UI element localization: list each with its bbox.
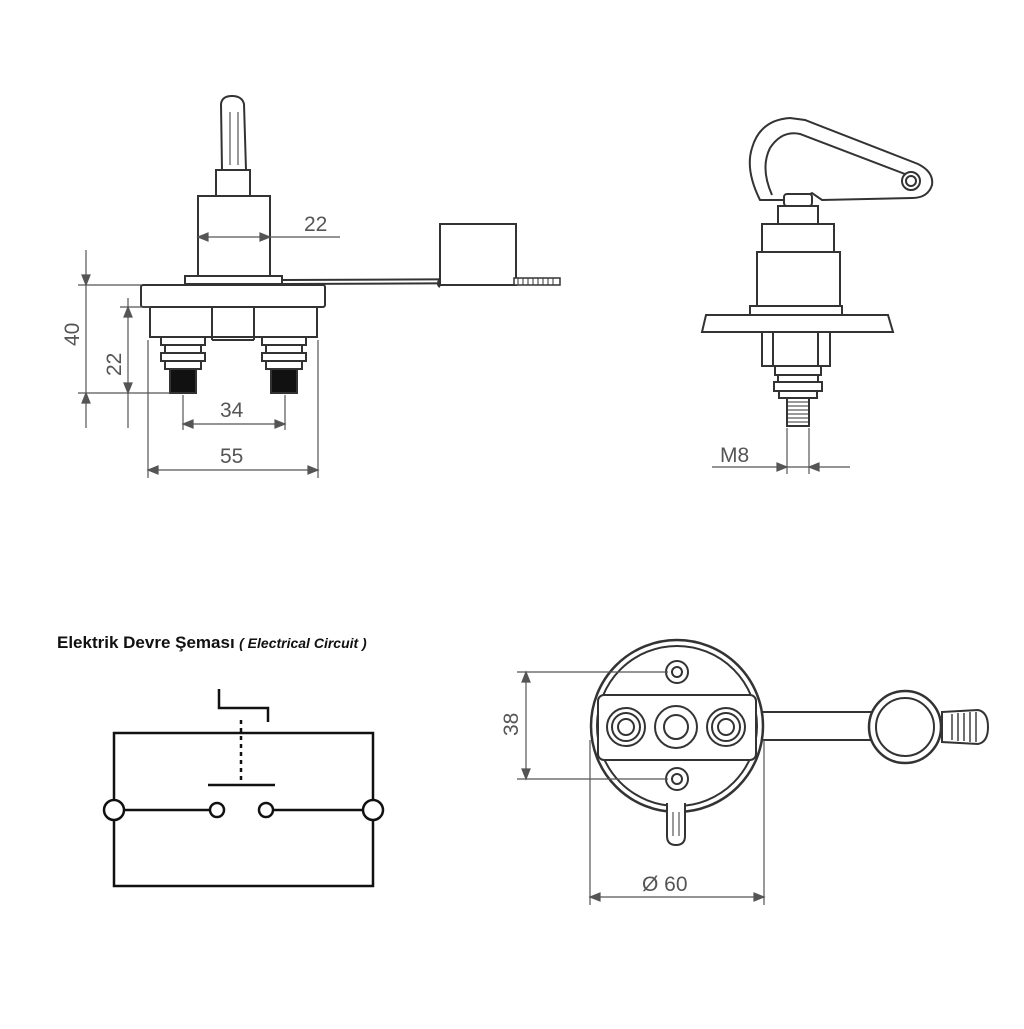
dim-hole-spacing: 38: [500, 713, 523, 736]
side-view: [700, 116, 934, 427]
dim-thread: M8: [720, 444, 749, 467]
circuit-diagram: [102, 689, 385, 888]
bottom-view-dimensions: [517, 670, 766, 905]
dim-front-total-height: 40: [61, 323, 84, 346]
bottom-view: [589, 638, 990, 847]
circuit-title: Elektrik Devre Şeması: [57, 633, 235, 652]
side-view-dimensions: [712, 428, 850, 474]
circuit-subtitle: ( Electrical Circuit ): [239, 635, 367, 651]
dim-front-top-width: 22: [304, 213, 327, 236]
dim-bottom-diameter: Ø 60: [642, 873, 688, 896]
dim-terminal-spacing: 34: [220, 399, 244, 422]
dim-front-body-height: 22: [103, 353, 126, 376]
circuit-title-block: Elektrik Devre Şeması ( Electrical Circu…: [57, 633, 367, 653]
front-view: [140, 94, 561, 394]
front-view-dimensions: [78, 232, 340, 478]
dim-base-width: 55: [220, 445, 243, 468]
